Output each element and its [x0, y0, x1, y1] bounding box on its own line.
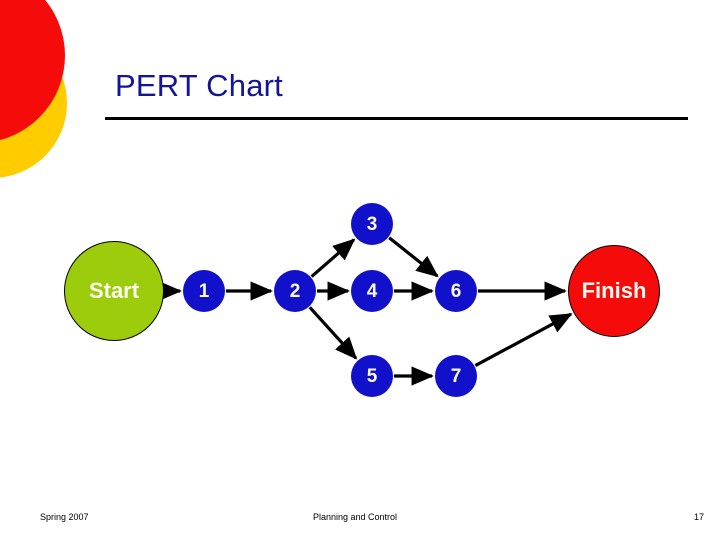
pert-node-label: 7: [450, 365, 462, 387]
pert-node-5: 5: [351, 355, 393, 397]
pert-node-label: 6: [450, 280, 462, 302]
pert-node-7: 7: [435, 355, 477, 397]
footer-left-text: Spring 2007: [40, 512, 89, 522]
pert-node-finish: Finish: [568, 245, 660, 337]
pert-edge-2-to-5: [308, 306, 358, 360]
footer-page-number: 17: [694, 512, 705, 522]
pert-node-6: 6: [435, 270, 477, 312]
pert-node-4: 4: [351, 270, 393, 312]
footer-center-text: Planning and Control: [313, 512, 398, 522]
pert-edge-2-to-3: [310, 238, 356, 278]
pert-node-label: 3: [366, 213, 378, 235]
pert-node-3: 3: [351, 203, 393, 245]
pert-edge-3-to-6: [388, 236, 439, 278]
pert-node-label: Finish: [581, 278, 647, 303]
title-underline-rule: [105, 117, 688, 120]
pert-edge-7-to-finish: [474, 312, 573, 367]
page-title: PERT Chart: [115, 68, 283, 103]
pert-node-1: 1: [183, 270, 225, 312]
pert-node-label: 1: [198, 280, 210, 302]
pert-node-start: Start: [64, 241, 164, 341]
pert-node-label: 4: [366, 280, 378, 302]
pert-node-2: 2: [274, 270, 316, 312]
pert-node-label: 2: [289, 280, 301, 302]
pert-node-label: 5: [366, 365, 378, 387]
pert-node-label: Start: [88, 278, 140, 303]
